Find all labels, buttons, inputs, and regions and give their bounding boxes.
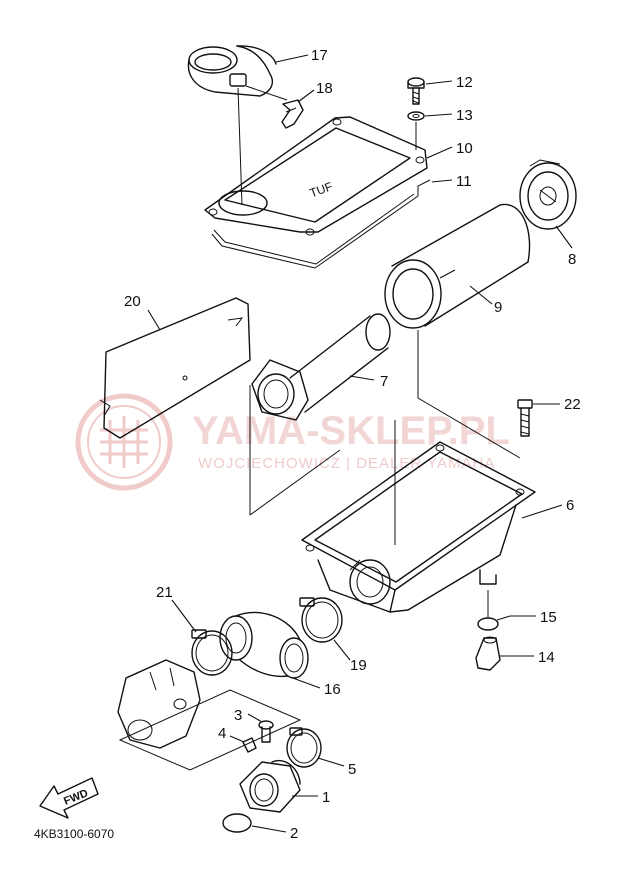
part-20-plate xyxy=(99,297,251,439)
part-9-air-filter-element xyxy=(384,203,531,329)
svg-text:10: 10 xyxy=(456,140,473,157)
carburetor-reference-outline xyxy=(117,659,302,771)
svg-text:18: 18 xyxy=(316,80,333,97)
callout-12: 12 xyxy=(425,74,473,91)
part-17-air-duct-cap xyxy=(187,45,288,206)
part-18-hose-elbow xyxy=(281,99,304,129)
callout-11: 11 xyxy=(431,173,472,190)
svg-text:17: 17 xyxy=(311,47,328,64)
callout-3: 3 xyxy=(234,707,263,724)
svg-text:13: 13 xyxy=(456,107,473,124)
callout-20: 20 xyxy=(124,293,161,331)
watermark-logo xyxy=(75,393,173,491)
callout-7: 7 xyxy=(349,373,388,390)
watermark-brand: YAMA-SKLEP.PL xyxy=(192,409,510,453)
part-4-clip xyxy=(242,737,257,753)
svg-text:16: 16 xyxy=(324,681,341,698)
callout-16: 16 xyxy=(289,676,341,698)
part-15-clip xyxy=(477,615,511,631)
fwd-arrow-icon: FWD xyxy=(39,777,99,819)
svg-text:21: 21 xyxy=(156,584,173,601)
svg-text:8: 8 xyxy=(568,251,576,268)
svg-text:19: 19 xyxy=(350,657,367,674)
callout-2: 2 xyxy=(251,825,298,842)
svg-text:7: 7 xyxy=(380,373,388,390)
part-3-screw xyxy=(258,720,274,743)
part-16-intake-joint xyxy=(219,611,309,679)
callout-21: 21 xyxy=(156,584,197,633)
svg-text:20: 20 xyxy=(124,293,141,310)
svg-text:15: 15 xyxy=(540,609,557,626)
callout-1: 1 xyxy=(292,789,330,806)
callout-5: 5 xyxy=(317,757,356,778)
callout-14: 14 xyxy=(500,649,555,666)
svg-text:12: 12 xyxy=(456,74,473,91)
part-5-clamp xyxy=(286,727,322,768)
part-6-air-filter-case xyxy=(249,330,536,613)
part-10-air-filter-case-cap: TUF xyxy=(204,116,428,236)
part-14-drain-cap xyxy=(475,636,501,671)
svg-text:6: 6 xyxy=(566,497,574,514)
callout-13: 13 xyxy=(424,107,473,124)
callout-19: 19 xyxy=(333,639,367,674)
svg-text:11: 11 xyxy=(456,173,472,190)
part-12-screw xyxy=(407,77,425,105)
callout-15: 15 xyxy=(510,609,557,626)
svg-text:22: 22 xyxy=(564,396,581,413)
svg-text:1: 1 xyxy=(322,789,330,806)
watermark-subtitle: WOJCIECHOWICZ | DEALER YAMAHA xyxy=(198,455,495,472)
svg-text:TUF: TUF xyxy=(308,179,335,200)
callout-9: 9 xyxy=(469,285,502,316)
callout-10: 10 xyxy=(426,140,473,159)
svg-text:5: 5 xyxy=(348,761,356,778)
part-7-filter-guide xyxy=(249,313,391,515)
part-13-washer xyxy=(407,111,425,121)
svg-text:2: 2 xyxy=(290,825,298,842)
callout-6: 6 xyxy=(521,497,574,519)
part-21-clamp xyxy=(191,629,233,676)
callout-4: 4 xyxy=(218,725,245,743)
callout-17: 17 xyxy=(275,47,328,64)
callout-18: 18 xyxy=(297,80,333,103)
callout-8: 8 xyxy=(555,225,576,268)
part-22-bolt xyxy=(517,399,533,437)
callout-22: 22 xyxy=(533,396,581,413)
part-11-cap-seal xyxy=(211,179,431,269)
part-19-clamp xyxy=(299,597,343,643)
diagram-part-code: 4KB3100-6070 xyxy=(34,827,114,841)
svg-text:4: 4 xyxy=(218,725,226,742)
part-2-o-ring xyxy=(222,813,252,833)
svg-text:14: 14 xyxy=(538,649,555,666)
part-1-carburetor-joint xyxy=(239,759,301,813)
svg-text:3: 3 xyxy=(234,707,242,724)
part-8-filter-end-cap xyxy=(519,159,577,230)
svg-text:9: 9 xyxy=(494,299,502,316)
